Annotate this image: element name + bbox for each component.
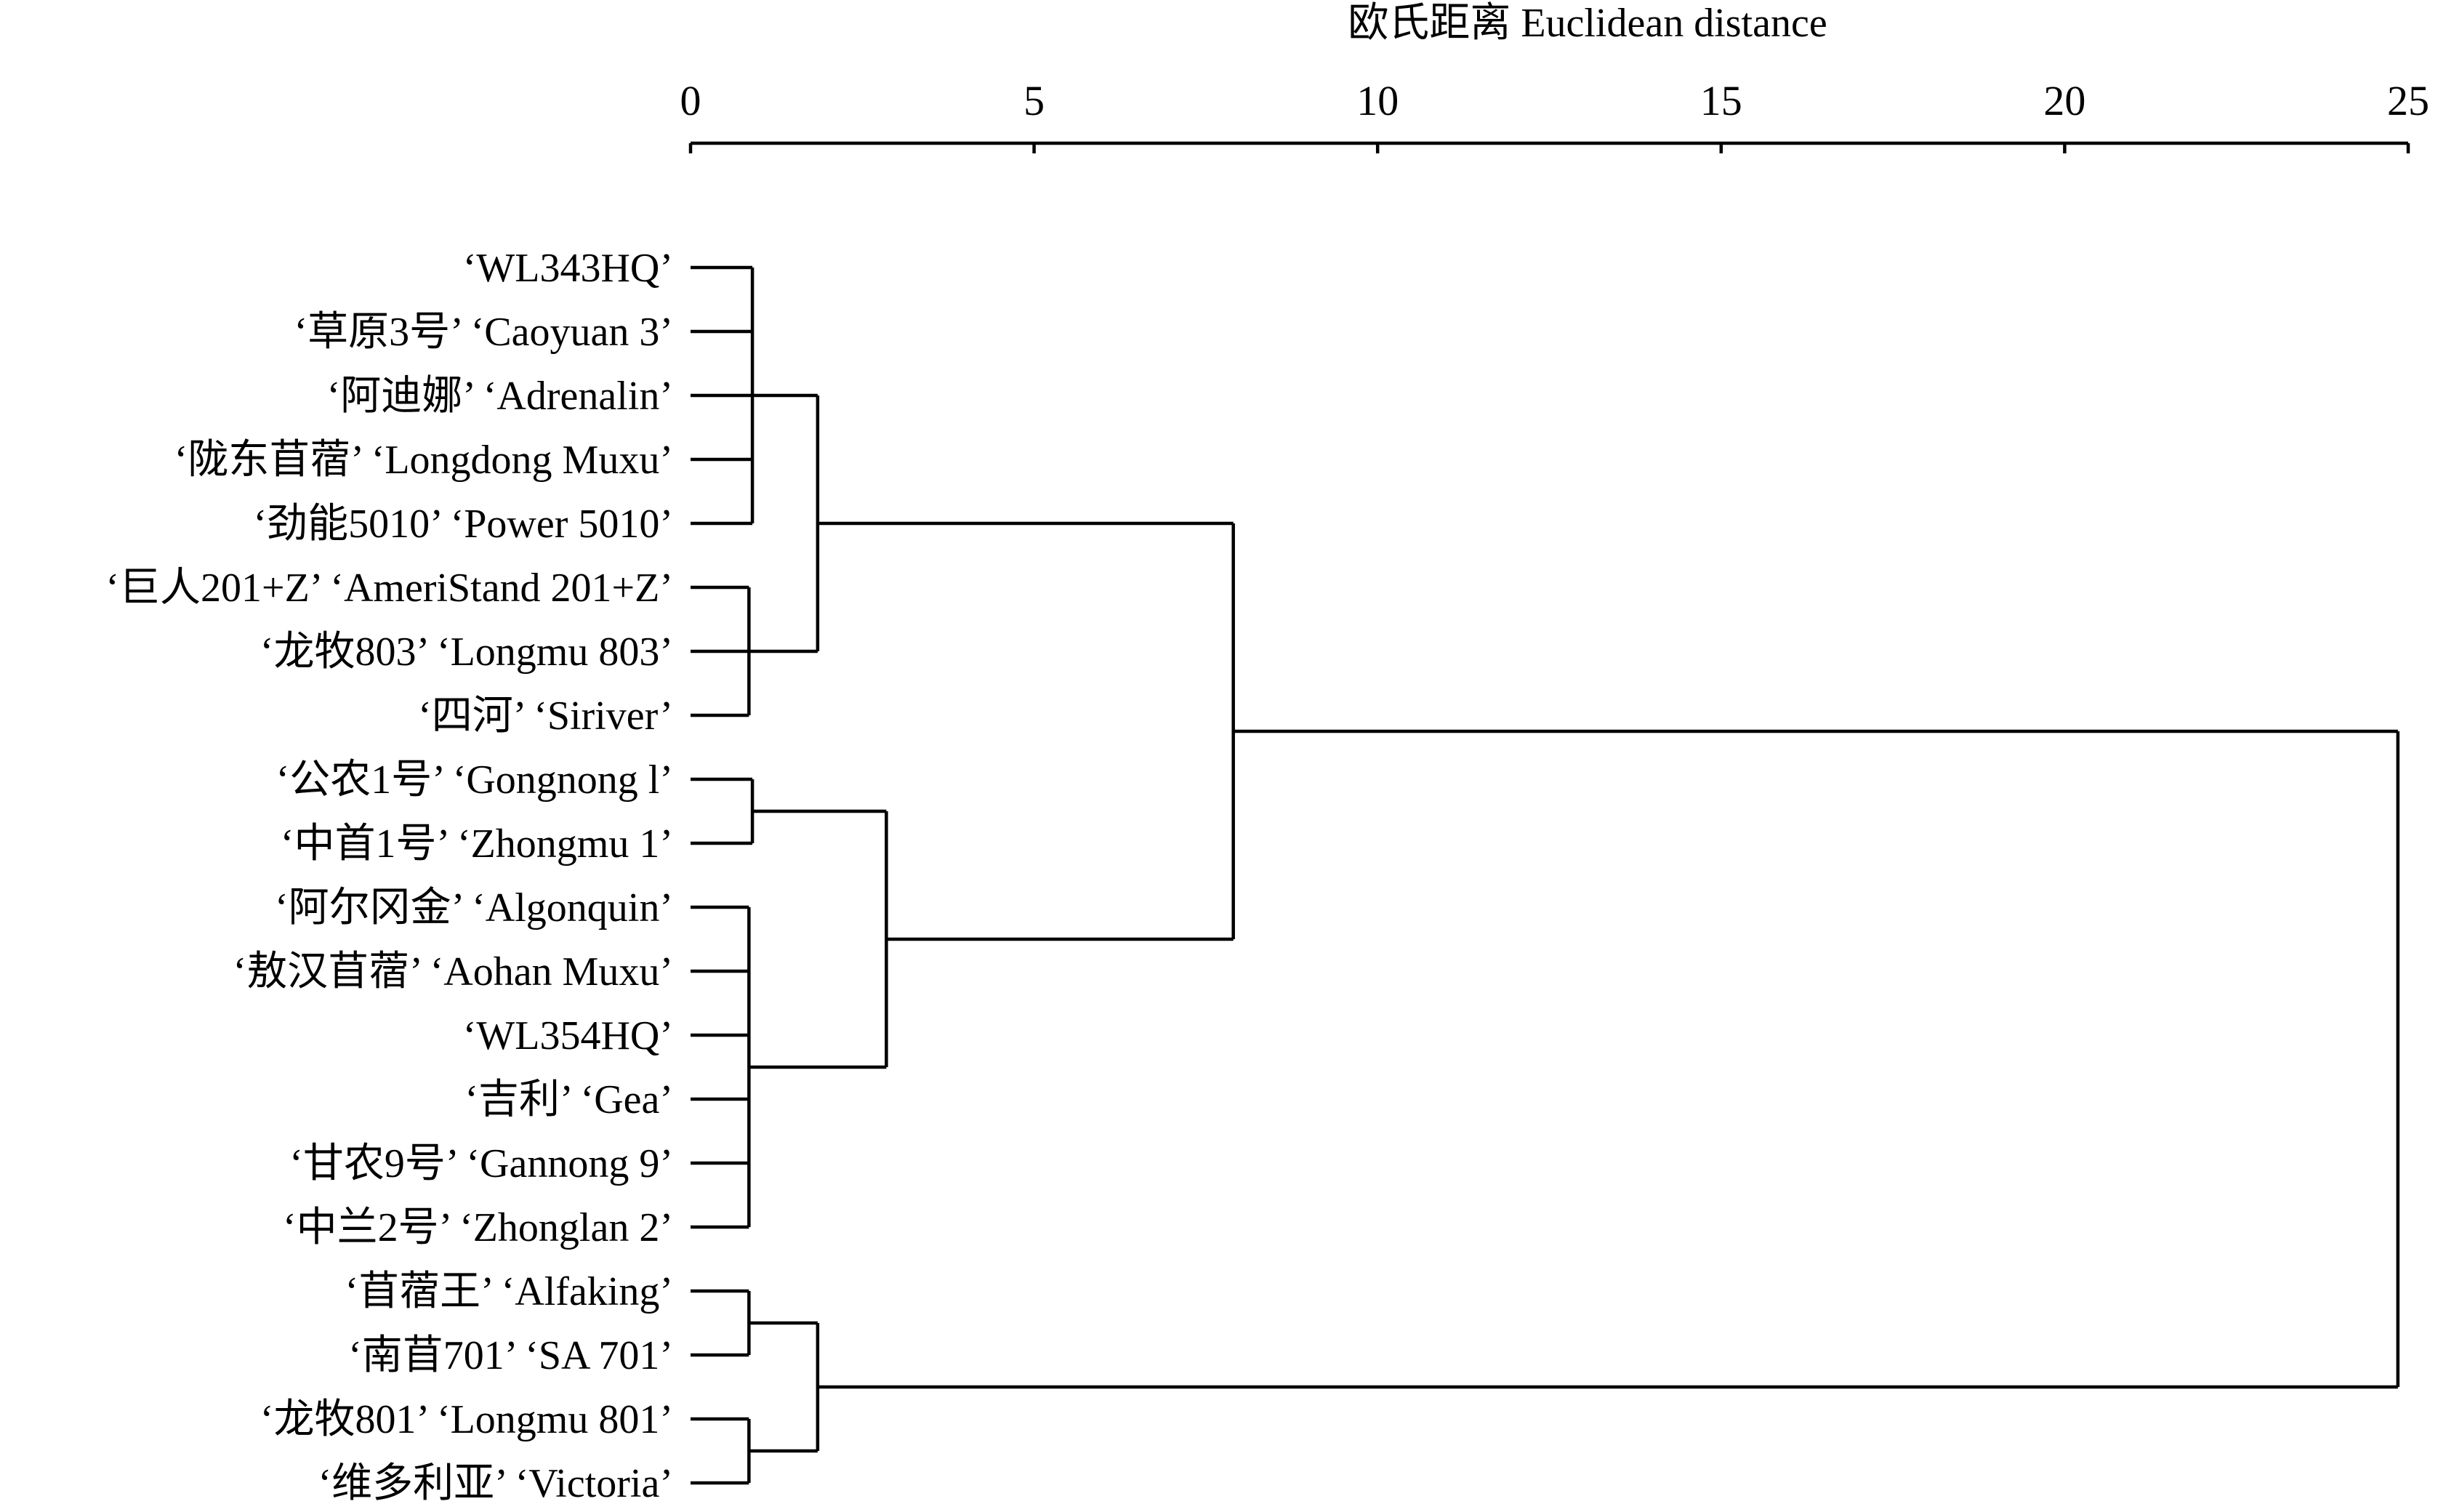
leaf-label: ‘龙牧803’ ‘Longmu 803’ <box>260 630 673 675</box>
leaf-label: ‘敖汉苜蓿’ ‘Aohan Muxu’ <box>233 949 673 994</box>
leaf-label: ‘草原3号’ ‘Caoyuan 3’ <box>294 310 674 355</box>
axis-title: 欧氏距离 Euclidean distance <box>1348 1 1827 46</box>
leaf-label: ‘甘农9号’ ‘Gannong 9’ <box>289 1141 673 1186</box>
leaf-label: ‘WL343HQ’ <box>463 246 673 291</box>
leaf-label: ‘龙牧801’ ‘Longmu 801’ <box>260 1397 673 1442</box>
leaf-label: ‘中首1号’ ‘Zhongmu 1’ <box>281 821 673 866</box>
leaf-label: ‘南苜701’ ‘SA 701’ <box>348 1333 673 1378</box>
leaf-label: ‘阿迪娜’ ‘Adrenalin’ <box>327 374 673 419</box>
dendrogram-links <box>691 265 2400 1485</box>
tick-label: 0 <box>680 77 701 124</box>
distance-axis: 0 5 10 15 20 25 <box>680 77 2429 153</box>
leaf-label: ‘四河’ ‘Siriver’ <box>418 693 673 739</box>
tick-label: 25 <box>2387 77 2429 124</box>
tick-label: 20 <box>2043 77 2085 124</box>
leaf-label: ‘维多利亚’ ‘Victoria’ <box>318 1461 673 1506</box>
tick-label: 10 <box>1356 77 1399 124</box>
leaf-label: ‘苜蓿王’ ‘Alfaking’ <box>345 1269 674 1314</box>
leaf-label: ‘陇东苜蓿’ ‘Longdong Muxu’ <box>174 438 673 483</box>
leaf-label: ‘公农1号’ ‘Gongnong l’ <box>276 757 673 803</box>
leaf-label: ‘劲能5010’ ‘Power 5010’ <box>253 502 673 547</box>
leaf-label: ‘中兰2号’ ‘Zhonglan 2’ <box>283 1205 673 1250</box>
leaf-label: ‘WL354HQ’ <box>463 1013 673 1058</box>
leaf-label: ‘吉利’ ‘Gea’ <box>464 1077 673 1122</box>
leaf-labels: ‘WL343HQ’ ‘草原3号’ ‘Caoyuan 3’ ‘阿迪娜’ ‘Adrena… <box>105 246 673 1506</box>
leaf-label: ‘巨人201+Z’ ‘AmeriStand 201+Z’ <box>105 566 673 611</box>
tick-label: 15 <box>1700 77 1742 124</box>
tick-label: 5 <box>1023 77 1045 124</box>
leaf-label: ‘阿尔冈金’ ‘Algonquin’ <box>275 885 673 930</box>
